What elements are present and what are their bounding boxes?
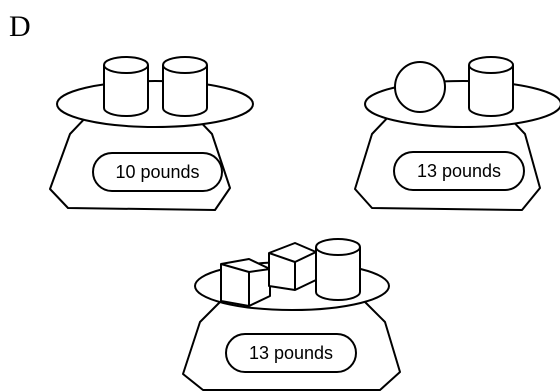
cylinder-icon: [104, 57, 148, 116]
weight-label: 10 pounds: [115, 162, 199, 182]
weight-label: 13 pounds: [249, 343, 333, 363]
weight-label: 13 pounds: [417, 161, 501, 181]
cube-icon: [221, 259, 270, 306]
cylinder-icon: [316, 239, 360, 300]
sphere-icon: [395, 62, 445, 112]
problem-label: D: [9, 10, 31, 43]
cube-icon: [269, 243, 316, 290]
scale-3: 13 pounds: [183, 239, 400, 390]
cylinder-icon: [469, 57, 513, 116]
scale-2: 13 pounds: [355, 57, 560, 210]
cylinder-icon: [163, 57, 207, 116]
scale-plate: [57, 81, 253, 127]
scale-1: 10 pounds: [50, 57, 253, 210]
